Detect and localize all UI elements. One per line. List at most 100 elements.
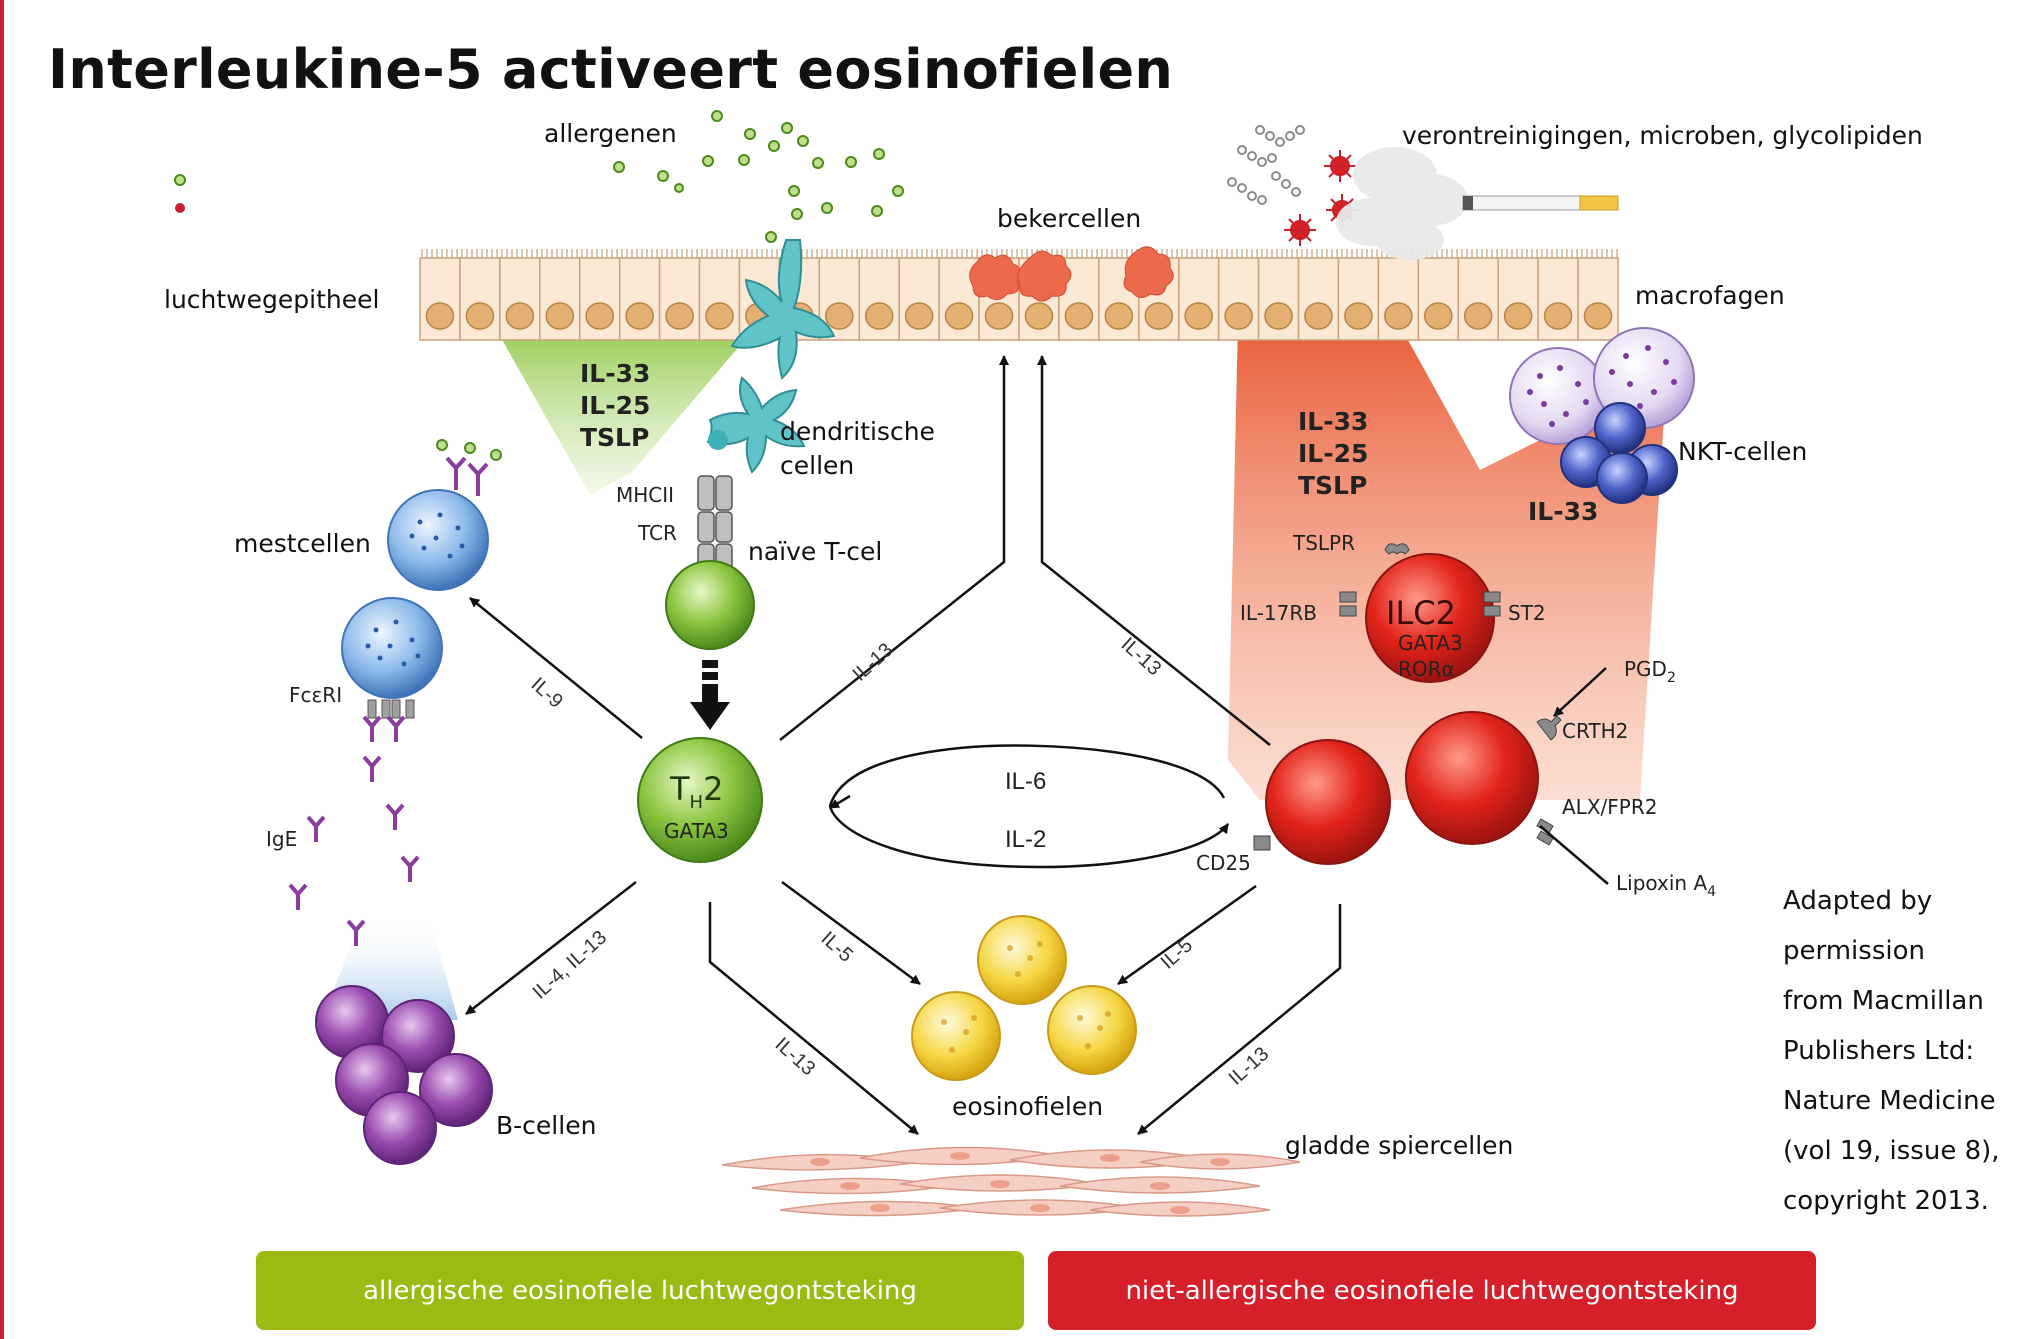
epithelial-nucleus bbox=[665, 302, 694, 330]
green-cytokine-2: IL-25 bbox=[580, 391, 650, 420]
epithelial-nucleus bbox=[1224, 302, 1253, 330]
epithelial-nucleus bbox=[904, 302, 934, 330]
credit-line-7: copyright 2013. bbox=[1783, 1186, 1989, 1216]
arrow-lipoxin bbox=[1539, 825, 1609, 885]
red-cytokine-3: TSLP bbox=[1298, 471, 1367, 500]
eosinophil-cluster bbox=[911, 915, 1137, 1081]
macrophage-granules bbox=[1527, 345, 1677, 427]
credit-text: Adapted by permission from Macmillan Pub… bbox=[1783, 876, 2013, 1226]
arrow-pgd2 bbox=[1553, 667, 1607, 717]
ige-antigen-dots bbox=[436, 439, 502, 461]
label-il9: IL-9 bbox=[527, 673, 567, 712]
epithelial-nucleus bbox=[1543, 302, 1573, 330]
ilc2-cell-left bbox=[1265, 739, 1391, 865]
ilc2-cell bbox=[1365, 553, 1495, 683]
red-cytokine-1: IL-33 bbox=[1298, 407, 1368, 436]
mast-cell-upper bbox=[387, 489, 489, 591]
epithelial-nucleus bbox=[625, 302, 654, 330]
goblet-cells bbox=[969, 246, 1174, 302]
eosinophil-granules bbox=[941, 941, 1111, 1053]
ilc2-tf-1: GATA3 bbox=[1398, 631, 1463, 655]
label-il13-up-left: IL-13 bbox=[849, 639, 898, 686]
epithelial-nucleus bbox=[864, 302, 894, 330]
label-cd25: CD25 bbox=[1196, 851, 1251, 875]
epithelial-nucleus bbox=[505, 302, 535, 330]
epithelial-nucleus bbox=[1583, 302, 1613, 330]
naive-t-cell bbox=[665, 560, 755, 650]
label-il4-il13: IL-4, IL-13 bbox=[529, 926, 611, 1003]
epithelial-nucleus bbox=[1064, 302, 1094, 330]
epithelial-nucleus bbox=[1144, 302, 1174, 330]
label-il13-down-left: IL-13 bbox=[771, 1033, 820, 1080]
epithelial-cell bbox=[539, 257, 581, 341]
green-cytokine-1: IL-33 bbox=[580, 359, 650, 388]
epithelial-nucleus bbox=[1503, 302, 1533, 330]
label-il2: IL-2 bbox=[1005, 826, 1046, 853]
epithelial-nucleus bbox=[1264, 302, 1293, 330]
epithelial-nucleus bbox=[984, 302, 1014, 330]
nkt-il33: IL-33 bbox=[1528, 497, 1598, 526]
label-crth2: CRTH2 bbox=[1562, 719, 1628, 743]
th2-tf: GATA3 bbox=[664, 819, 729, 843]
smooth-muscle-nuclei bbox=[810, 1152, 1230, 1214]
label-allergens: allergenen bbox=[544, 119, 677, 148]
label-tcr: TCR bbox=[637, 521, 677, 545]
epithelial-nucleus bbox=[1024, 302, 1054, 330]
red-cytokine-2: IL-25 bbox=[1298, 439, 1368, 468]
label-pollutants: verontreinigingen, microben, glycolipide… bbox=[1402, 121, 1923, 150]
b-cell-cluster bbox=[315, 985, 493, 1165]
arrow-il5-left bbox=[781, 880, 921, 986]
ige-antibodies bbox=[288, 715, 420, 946]
airway-epithelium bbox=[419, 249, 1619, 341]
label-ige: IgE bbox=[266, 827, 297, 851]
arrow-il9 bbox=[469, 597, 643, 739]
ige-receptors-top bbox=[445, 456, 489, 496]
smooth-muscle-cells bbox=[721, 1146, 1301, 1217]
arrow-il13-up-right bbox=[1037, 355, 1271, 746]
ilc2-receptors bbox=[1339, 543, 1501, 617]
arrow-il4-il13 bbox=[465, 881, 637, 1015]
legend-nonallergic: niet-allergische eosinofiele luchtwegont… bbox=[1048, 1251, 1816, 1330]
arrow-il13-down-left bbox=[708, 902, 919, 1135]
epithelial-nucleus bbox=[545, 302, 575, 330]
label-mhcii: MHCII bbox=[616, 483, 674, 507]
epithelial-nucleus bbox=[944, 302, 974, 330]
label-tslpr: TSLPR bbox=[1292, 531, 1355, 555]
epithelial-nucleus bbox=[1463, 302, 1493, 330]
label-b-cells: B-cellen bbox=[496, 1111, 596, 1140]
epithelial-nucleus bbox=[824, 302, 854, 330]
left-border-line bbox=[0, 0, 4, 1339]
dendritic-cells bbox=[706, 239, 836, 474]
cigarette bbox=[1462, 195, 1619, 211]
label-mast-cells: mestcellen bbox=[234, 529, 371, 558]
green-signal-cone bbox=[492, 322, 760, 495]
arrows bbox=[465, 355, 1609, 1135]
ilc2-cell-right bbox=[1405, 711, 1539, 845]
smoke-cloud bbox=[1336, 147, 1468, 260]
nkt-cell-cluster bbox=[1560, 402, 1678, 504]
label-il13-down-right: IL-13 bbox=[1225, 1043, 1274, 1090]
credit-line-1: Adapted by bbox=[1783, 886, 1933, 916]
credit-line-5: Nature Medicine bbox=[1783, 1086, 1996, 1116]
pollutant-chains bbox=[1227, 125, 1305, 205]
epithelial-nucleus bbox=[1104, 302, 1134, 330]
fceri-receptors bbox=[367, 699, 415, 719]
th2-label: TH2 bbox=[669, 770, 723, 813]
label-nkt-cells: NKT-cellen bbox=[1678, 437, 1807, 466]
th2-cell bbox=[637, 737, 763, 863]
label-fceri: FcεRI bbox=[289, 683, 342, 707]
allergen-particles bbox=[613, 110, 904, 243]
credit-line-3: from Macmillan bbox=[1783, 986, 1984, 1016]
epithelial-nucleus bbox=[1304, 302, 1333, 330]
label-st2: ST2 bbox=[1508, 601, 1546, 625]
green-cytokine-3: TSLP bbox=[580, 423, 649, 452]
label-lipoxin: Lipoxin A4 bbox=[1616, 871, 1716, 900]
arrow-il13-down-right bbox=[1137, 904, 1342, 1135]
mhcii-tcr-complex bbox=[697, 475, 733, 571]
thick-down-arrow bbox=[690, 660, 730, 730]
ilc2-label: ILC2 bbox=[1386, 594, 1456, 632]
macrophage-left bbox=[1509, 347, 1607, 445]
label-il17rb: IL-17RB bbox=[1240, 601, 1317, 625]
label-alx-fpr2: ALX/FPR2 bbox=[1562, 795, 1657, 819]
epithelial-nucleus bbox=[1184, 302, 1214, 330]
